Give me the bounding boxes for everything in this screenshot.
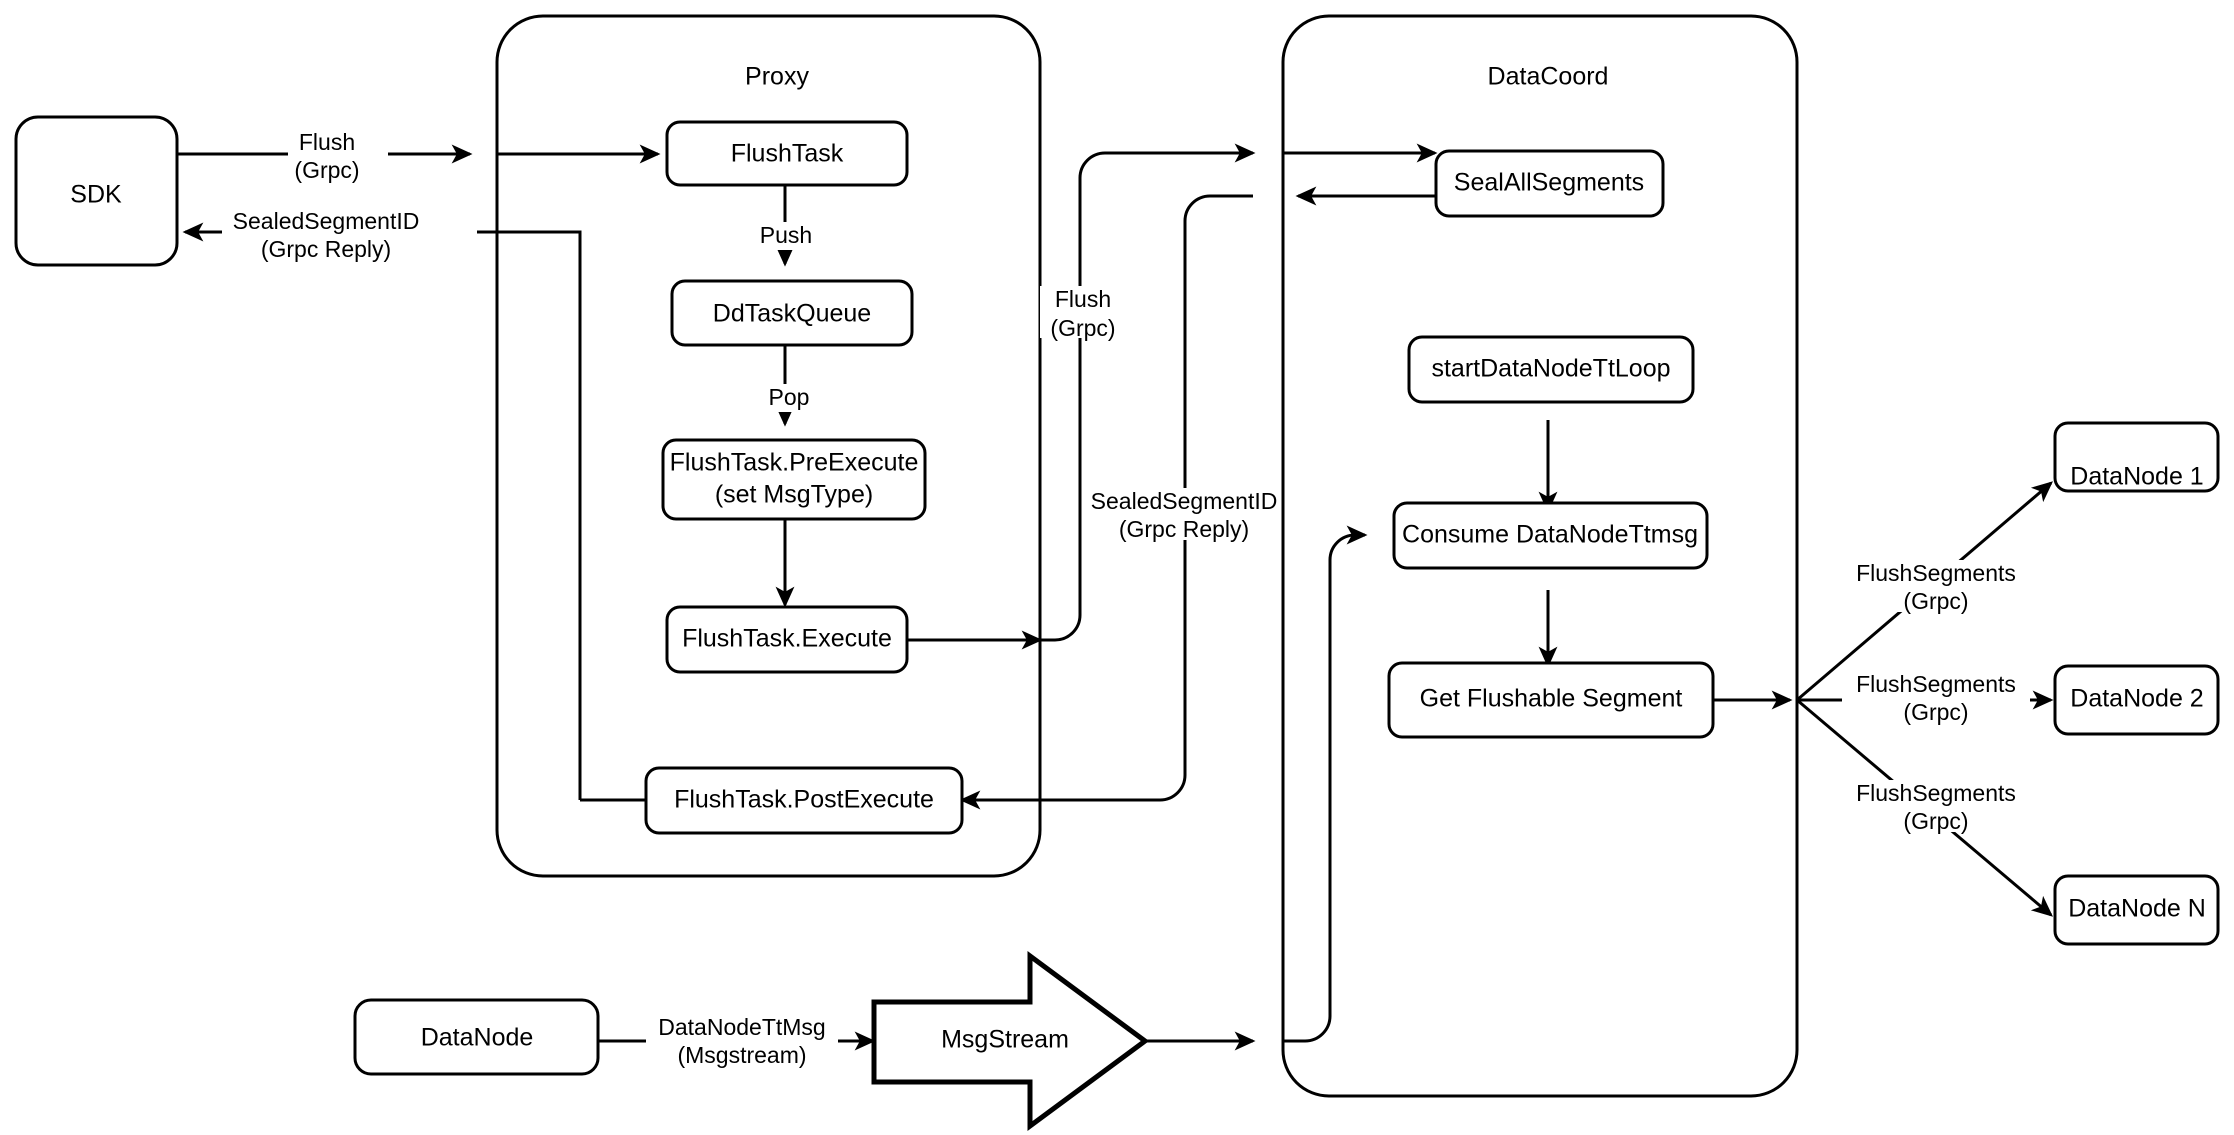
sdk-to-proxy-label-line1: Flush: [299, 129, 355, 155]
flushsegments-2-label-line1: FlushSegments: [1856, 671, 2016, 697]
node-preexecute[interactable]: FlushTask.PreExecute (set MsgType): [661, 438, 927, 521]
preexecute-label-line1: FlushTask.PreExecute: [670, 449, 919, 477]
edge-label-pop: Pop: [755, 384, 823, 412]
flushtask-label: FlushTask: [731, 140, 844, 168]
edge-label-flushsegments-n: FlushSegments (Grpc): [1842, 780, 2030, 834]
msgstream-label: MsgStream: [941, 1026, 1069, 1054]
edge-label-proxy-to-sdk: SealedSegmentID (Grpc Reply): [222, 208, 477, 262]
edge-label-push: Push: [748, 222, 823, 250]
proxy-container-label: Proxy: [745, 63, 809, 91]
datanode-n-box[interactable]: [2053, 874, 2220, 946]
node-datanode-2[interactable]: DataNode 2: [2053, 664, 2220, 736]
push-label: Push: [760, 222, 812, 248]
edge-label-proxy-to-coord-flush: Flush (Grpc): [1040, 286, 1132, 341]
node-consume-datanodettmsg[interactable]: Consume DataNodeTtmsg: [1392, 501, 1709, 570]
edge-label-datanode-to-msgstream: DataNodeTtMsg (Msgstream): [646, 1014, 838, 1068]
flushsegments-n-label-line2: (Grpc): [1903, 808, 1968, 834]
flushsegments-1-label-line2: (Grpc): [1903, 588, 1968, 614]
flushsegments-2-label-line2: (Grpc): [1903, 699, 1968, 725]
flushsegments-n-label-line1: FlushSegments: [1856, 780, 2016, 806]
edge-proxy-to-datacoord-flush: [1040, 143, 1256, 642]
node-flushtask[interactable]: FlushTask: [665, 120, 909, 187]
node-execute[interactable]: FlushTask.Execute: [665, 605, 909, 674]
datanode-bottom-box[interactable]: [353, 998, 600, 1076]
container-datacoord: DataCoord: [1281, 14, 1799, 1098]
postexecute-box[interactable]: [644, 766, 964, 835]
msgstream-arrow-shape[interactable]: [871, 951, 1150, 1131]
coord-to-proxy-label-line2: (Grpc Reply): [1119, 516, 1249, 542]
get-flushable-segment-label: Get Flushable Segment: [1420, 685, 1683, 713]
coord-to-proxy-label-line1: SealedSegmentID: [1091, 488, 1278, 514]
datanode-n-label: DataNode N: [2068, 895, 2206, 923]
postexecute-label: FlushTask.PostExecute: [674, 786, 934, 814]
consume-datanodettmsg-box[interactable]: [1392, 501, 1709, 570]
proxy-to-coord-label-line1: Flush: [1055, 286, 1111, 312]
edge-label-coord-to-proxy-sealedsegmentid: SealedSegmentID (Grpc Reply): [1088, 488, 1278, 542]
datanode-to-msgstream-label-line2: (Msgstream): [677, 1042, 806, 1068]
datanode-2-box[interactable]: [2053, 664, 2220, 736]
datanode-1-box[interactable]: [2053, 421, 2220, 493]
node-startdatanodettloop[interactable]: startDataNodeTtLoop: [1407, 335, 1695, 404]
node-ddtaskqueue[interactable]: DdTaskQueue: [670, 279, 914, 347]
node-msgstream[interactable]: MsgStream: [871, 951, 1150, 1131]
sdk-label: SDK: [70, 181, 122, 209]
flushsegments-1-label-line1: FlushSegments: [1856, 560, 2016, 586]
edge-label-flushsegments-2: FlushSegments (Grpc): [1842, 671, 2030, 725]
datanode-1-label: DataNode 1: [2070, 463, 2203, 491]
edge-postexecute-to-sdk: [182, 222, 582, 800]
proxy-to-coord-label-line2: (Grpc): [1050, 315, 1115, 341]
flushtask-box[interactable]: [665, 120, 909, 187]
startdatanodettloop-label: startDataNodeTtLoop: [1431, 355, 1670, 383]
edge-label-sdk-to-proxy: Flush (Grpc): [288, 129, 388, 183]
consume-datanodettmsg-label: Consume DataNodeTtmsg: [1402, 521, 1698, 549]
node-postexecute[interactable]: FlushTask.PostExecute: [644, 766, 964, 835]
sdk-box[interactable]: [14, 115, 179, 267]
node-get-flushable-segment[interactable]: Get Flushable Segment: [1387, 661, 1715, 739]
ddtaskqueue-box[interactable]: [670, 279, 914, 347]
ddtaskqueue-label: DdTaskQueue: [713, 300, 871, 328]
container-proxy: Proxy: [495, 14, 1042, 878]
proxy-to-sdk-label-line2: (Grpc Reply): [261, 236, 391, 262]
edge-datacoord-boundary-to-consume: [1283, 525, 1368, 1043]
node-sdk[interactable]: SDK: [14, 115, 179, 267]
datanode-2-label: DataNode 2: [2070, 685, 2203, 713]
node-sealallsegments[interactable]: SealAllSegments: [1434, 149, 1665, 218]
get-flushable-segment-box[interactable]: [1387, 661, 1715, 739]
proxy-container-outline: [495, 14, 1042, 878]
sealallsegments-box[interactable]: [1434, 149, 1665, 218]
node-datanode-1[interactable]: DataNode 1: [2053, 421, 2220, 493]
datanode-bottom-label: DataNode: [421, 1024, 534, 1052]
pop-label: Pop: [769, 384, 810, 410]
preexecute-label-line2: (set MsgType): [715, 481, 873, 509]
datanode-to-msgstream-label-line1: DataNodeTtMsg: [658, 1014, 825, 1040]
node-datanode-bottom[interactable]: DataNode: [353, 998, 600, 1076]
edge-label-flushsegments-1: FlushSegments (Grpc): [1842, 560, 2030, 614]
preexecute-box[interactable]: [661, 438, 927, 521]
execute-label: FlushTask.Execute: [682, 625, 892, 653]
sealallsegments-label: SealAllSegments: [1454, 169, 1644, 197]
proxy-to-sdk-label-line1: SealedSegmentID: [233, 208, 420, 234]
datacoord-container-label: DataCoord: [1488, 63, 1609, 91]
node-datanode-n[interactable]: DataNode N: [2053, 874, 2220, 946]
execute-box[interactable]: [665, 605, 909, 674]
datacoord-container-outline: [1281, 14, 1799, 1098]
sdk-to-proxy-label-line2: (Grpc): [294, 157, 359, 183]
startdatanodettloop-box[interactable]: [1407, 335, 1695, 404]
